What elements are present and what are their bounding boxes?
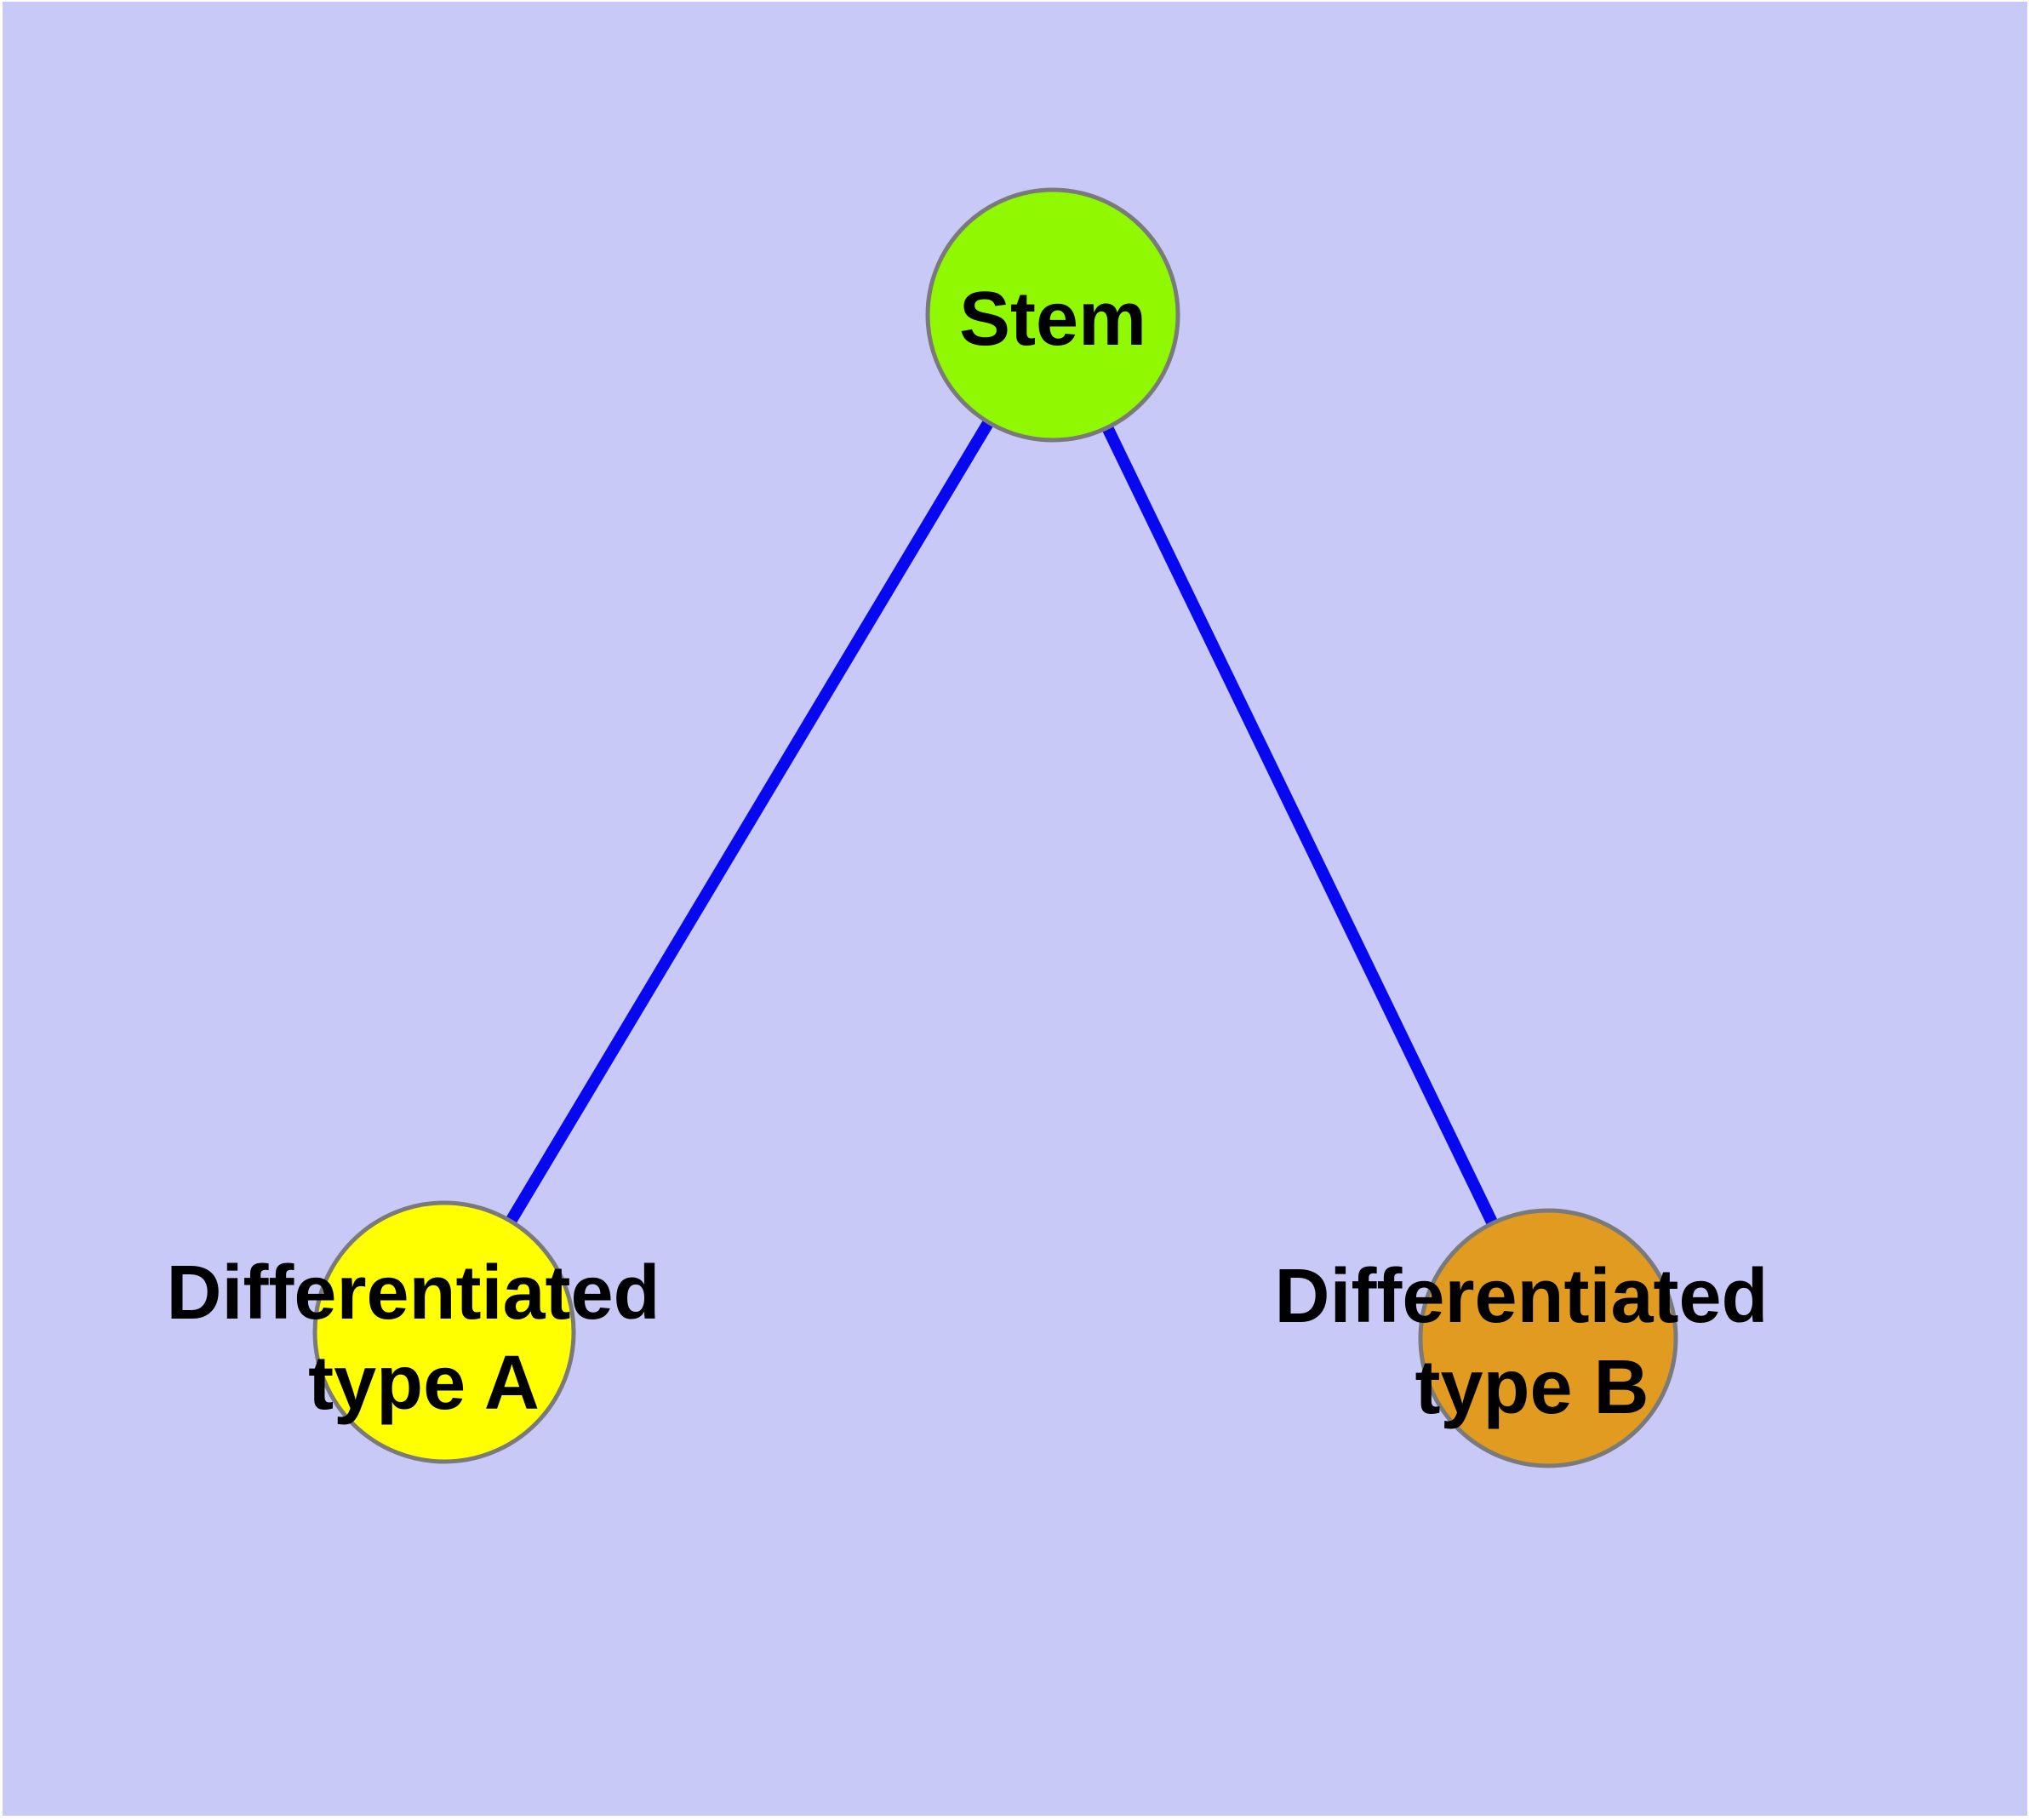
node-type-a-label-line1: Differentiated	[166, 1251, 660, 1336]
node-type-a-circle	[312, 1200, 576, 1464]
node-stem-label-text: Stem	[959, 277, 1146, 362]
node-type-a-label-line2: type A	[308, 1341, 540, 1426]
node-stem-circle	[925, 187, 1180, 443]
node-type-b-label-line1: Differentiated	[1274, 1254, 1768, 1339]
edge-stem-to-type-a	[438, 312, 1059, 1336]
node-type-a-label: Differentiated type A	[166, 1251, 681, 1426]
node-type-b-label: Differentiated type B	[1274, 1254, 1789, 1430]
node-type-b-label-line2: type B	[1415, 1345, 1649, 1430]
edge-stem-to-type-b	[1047, 312, 1554, 1342]
node-stem-label: Stem	[959, 277, 1146, 362]
node-type-b-circle	[1418, 1208, 1678, 1468]
